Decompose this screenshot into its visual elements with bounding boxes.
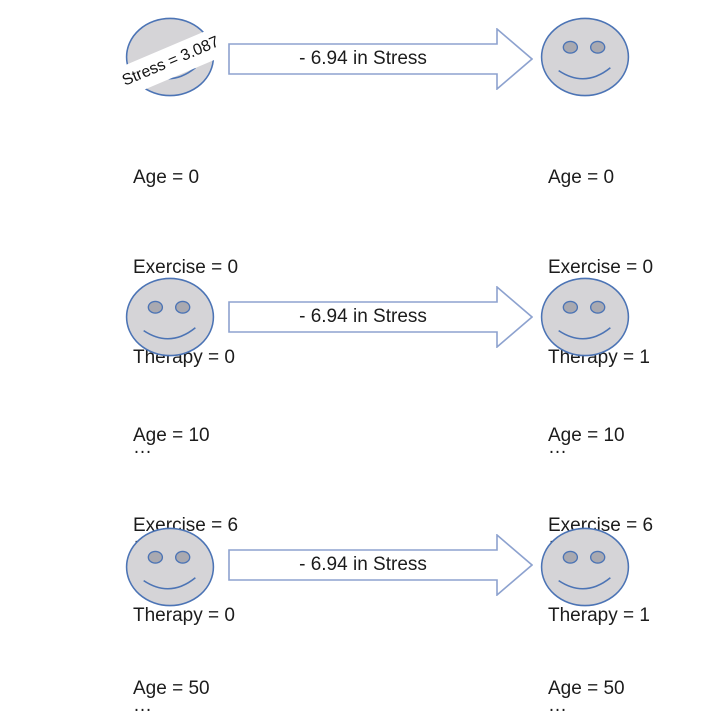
- smiley-face-icon: [125, 527, 215, 607]
- arrow-effect-label: - 6.94 in Stress: [299, 306, 427, 327]
- smiley-face-icon: [540, 277, 630, 357]
- attribute-line: …: [133, 695, 152, 716]
- attribute-line: Exercise = 6: [548, 515, 654, 536]
- attribute-line: Therapy = 1: [548, 605, 650, 626]
- attribute-line: …: [133, 437, 152, 458]
- attribute-line: Exercise = 0: [133, 257, 239, 278]
- attribute-list: Age = 50 Exercise = 2 Therapy = 1: [548, 614, 653, 720]
- smiley-face-icon: [540, 527, 630, 607]
- attribute-line: …: [548, 437, 567, 458]
- attribute-line: Therapy = 0: [133, 605, 235, 626]
- attribute-line: Age = 0: [548, 167, 615, 188]
- attribute-line: Exercise = 6: [133, 515, 239, 536]
- attribute-list: Age = 10 Exercise = 6 Therapy = 1 … …: [548, 361, 653, 720]
- attribute-list: Age = 50 Exercise = 2 Therapy = 0: [133, 614, 238, 720]
- attribute-line: Exercise = 0: [548, 257, 654, 278]
- attribute-line: Age = 50: [548, 678, 625, 699]
- smiley-face-icon: [125, 277, 215, 357]
- arrow-effect-label: - 6.94 in Stress: [299, 48, 427, 69]
- arrow-effect-label: - 6.94 in Stress: [299, 554, 427, 575]
- smiley-face-icon: [540, 17, 630, 97]
- attribute-list: Age = 0 Exercise = 0 Therapy = 1 … …: [548, 103, 653, 613]
- attribute-line: Age = 10: [133, 425, 210, 446]
- attribute-line: …: [548, 695, 567, 716]
- attribute-list: Age = 10 Exercise = 6 Therapy = 0 … …: [133, 361, 238, 720]
- attribute-line: Age = 10: [548, 425, 625, 446]
- attribute-line: Age = 0: [133, 167, 200, 188]
- attribute-line: Age = 50: [133, 678, 210, 699]
